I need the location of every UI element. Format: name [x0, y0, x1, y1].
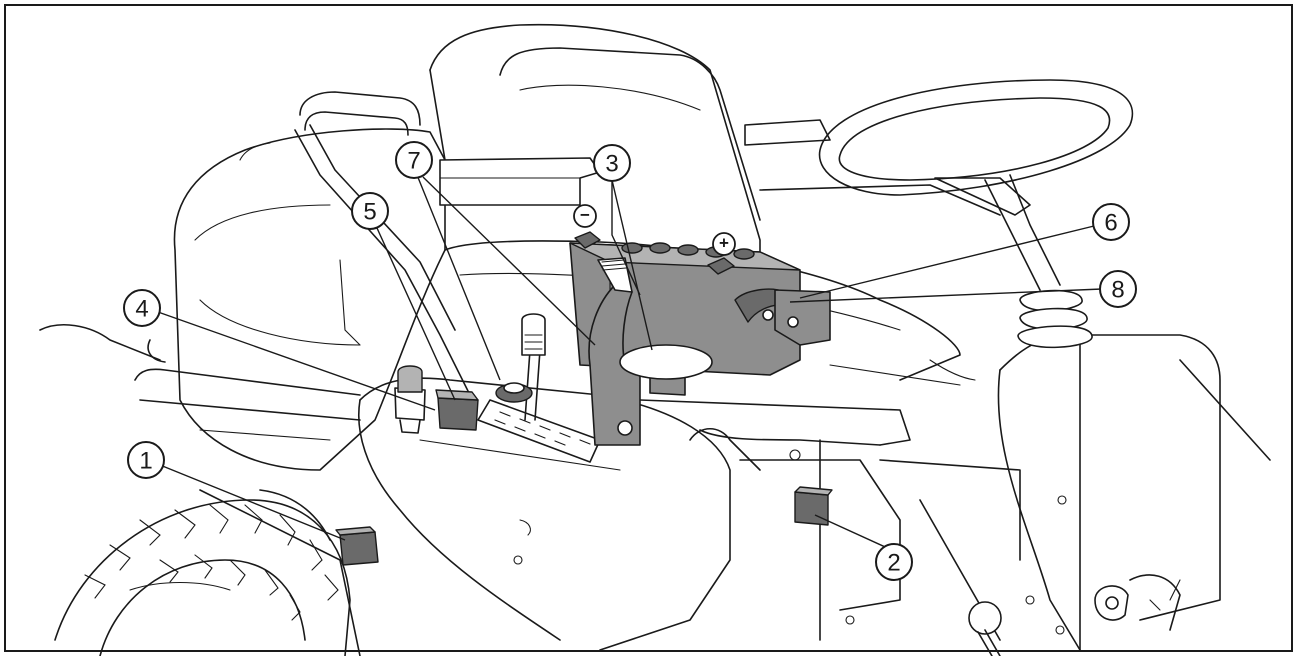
battery-mount — [588, 257, 713, 446]
svg-text:6: 6 — [1104, 210, 1117, 237]
svg-text:4: 4 — [135, 296, 148, 323]
svg-text:1: 1 — [139, 448, 152, 475]
positive-terminal-sign: + — [712, 232, 736, 256]
svg-text:5: 5 — [363, 199, 376, 226]
callout-7: 7 — [395, 141, 433, 179]
frame-border — [4, 4, 1293, 652]
connector-4 — [394, 387, 426, 421]
connector-2 — [794, 491, 829, 526]
connectors — [335, 365, 833, 566]
svg-text:7: 7 — [407, 148, 420, 175]
callout-2: 2 — [875, 543, 913, 581]
mower-illustration — [39, 23, 1271, 656]
callout-4: 4 — [123, 289, 161, 327]
connector-5 — [437, 397, 479, 431]
callout-1: 1 — [127, 441, 165, 479]
svg-text:3: 3 — [605, 151, 618, 178]
callout-3: 3 — [593, 144, 631, 182]
negative-terminal-sign: − — [573, 204, 597, 228]
svg-text:2: 2 — [887, 550, 900, 577]
leader-lines — [157, 169, 1103, 552]
callout-8: 8 — [1099, 270, 1137, 308]
connector-1 — [339, 531, 379, 566]
callout-6: 6 — [1092, 203, 1130, 241]
svg-text:+: + — [719, 234, 729, 253]
svg-text:−: − — [580, 206, 590, 225]
svg-text:8: 8 — [1111, 277, 1124, 304]
callout-5: 5 — [351, 192, 389, 230]
